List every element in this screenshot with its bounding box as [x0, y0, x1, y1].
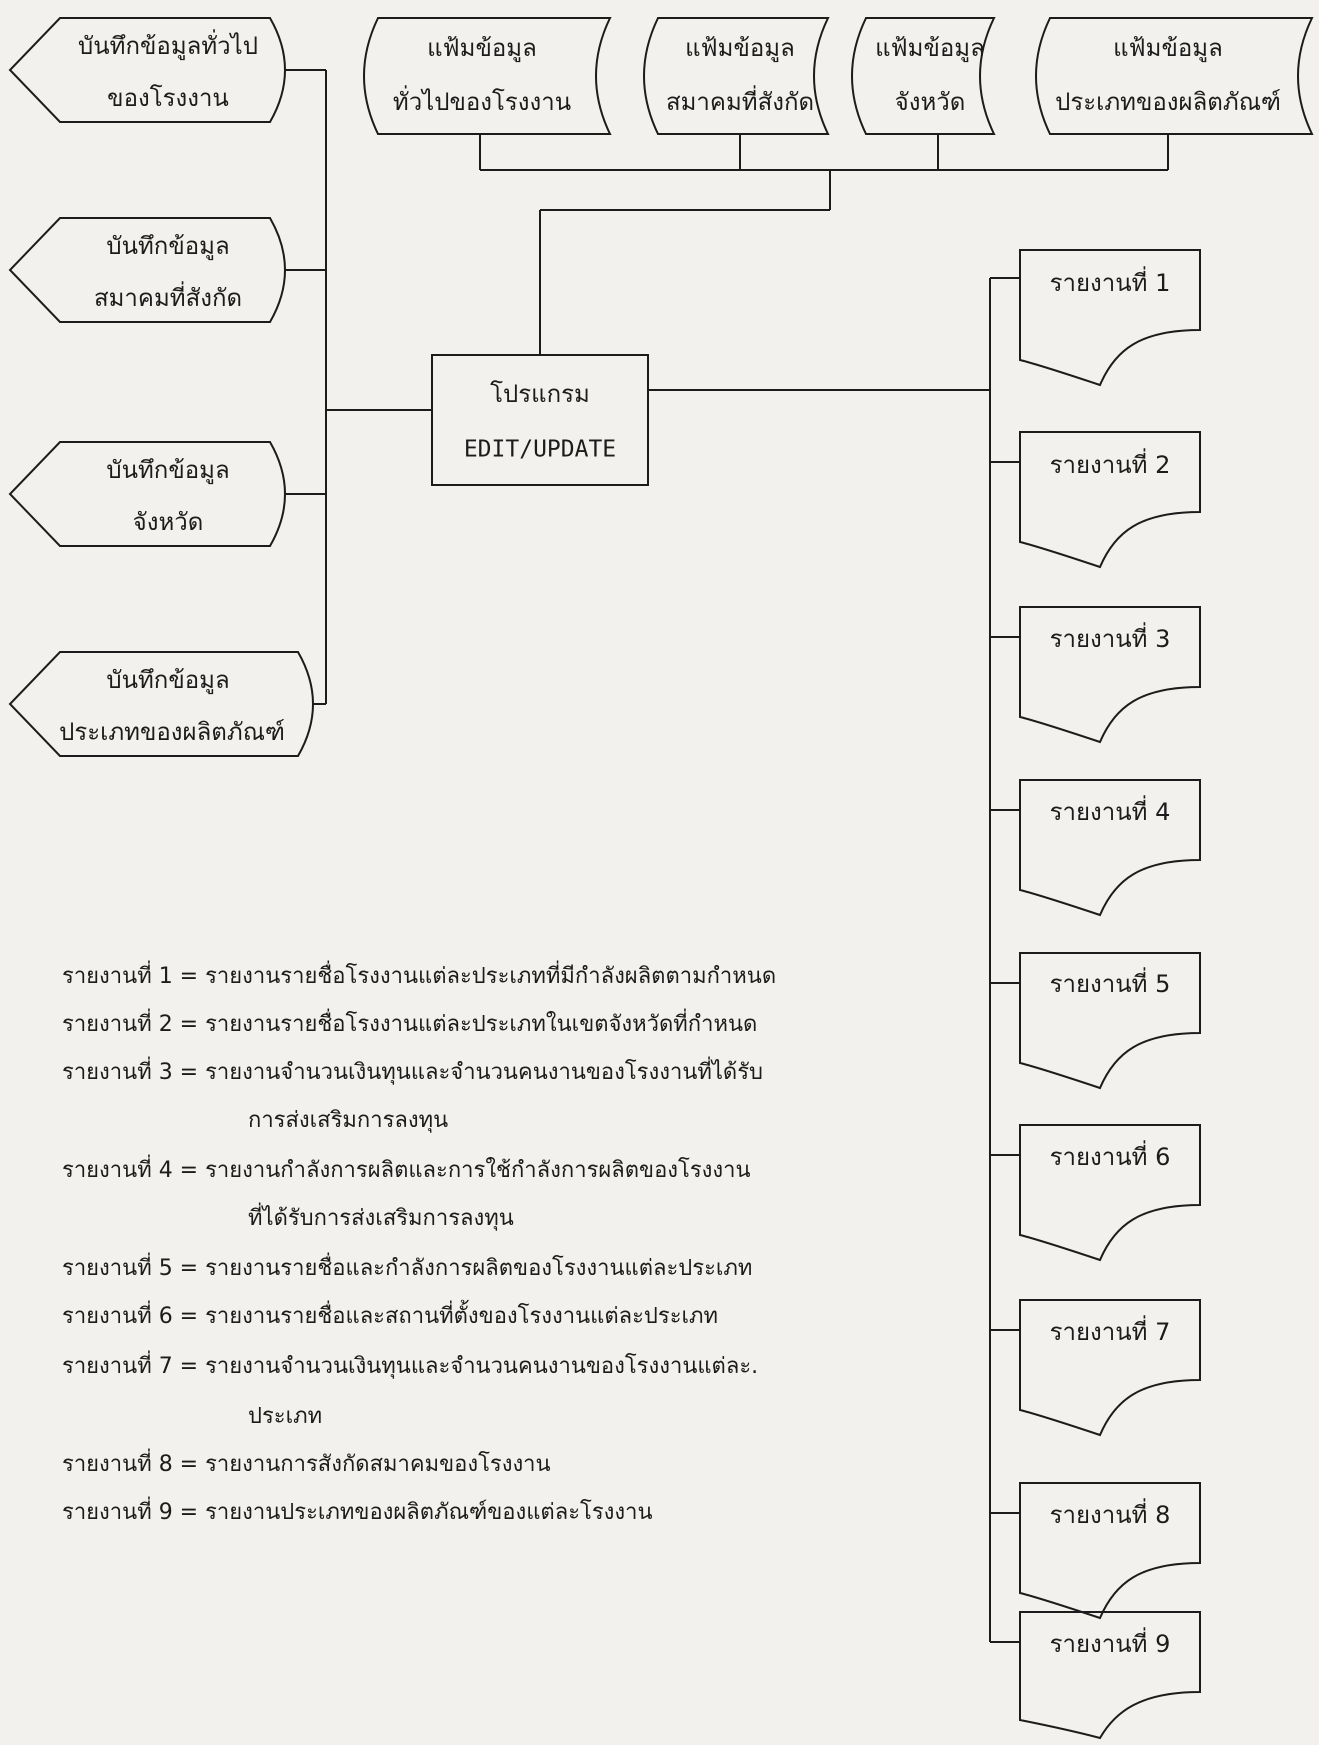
file-shape-association: [643, 17, 830, 135]
file-product-line2: ประเภทของผลิตภัณฑ์: [1055, 88, 1281, 116]
report-label-9: รายงานที่ 9: [1049, 1630, 1171, 1658]
report-doc-8: [1019, 1482, 1201, 1620]
legend-line-3-cont: การส่งเสริมการลงทุน: [248, 1108, 449, 1133]
file-association-line1: แฟ้มข้อมูล: [685, 34, 795, 62]
file-association-line2: สมาคมที่สังกัด: [665, 88, 815, 116]
file-shape-general: [363, 17, 612, 135]
report-label-8: รายงานที่ 8: [1049, 1501, 1171, 1529]
report-label-6: รายงานที่ 6: [1049, 1143, 1171, 1171]
report-doc-5: [1019, 952, 1201, 1090]
legend-line-7-cont: ประเภท: [248, 1404, 323, 1429]
input-province-line1: บันทึกข้อมูล: [106, 456, 230, 484]
file-province-line2: จังหวัด: [894, 88, 966, 116]
legend-line-4-cont: ที่ได้รับการส่งเสริมการลงทุน: [248, 1206, 514, 1231]
legend-line-7: รายงานที่ 7 = รายงานจำนวนเงินทุนและจำนวน…: [62, 1354, 759, 1379]
file-general-line2: ทั่วไปของโรงงาน: [392, 88, 572, 116]
input-shape-association: [8, 217, 286, 323]
legend-line-5: รายงานที่ 5 = รายงานรายชื่อและกำลังการผล…: [62, 1256, 753, 1281]
input-province-line2: จังหวัด: [132, 508, 204, 536]
file-general-line1: แฟ้มข้อมูล: [427, 34, 537, 62]
program-box: [431, 354, 649, 486]
report-doc-4: [1019, 779, 1201, 917]
report-doc-6: [1019, 1124, 1201, 1262]
report-label-7: รายงานที่ 7: [1049, 1318, 1171, 1346]
report-doc-1: [1019, 249, 1201, 387]
file-product-line1: แฟ้มข้อมูล: [1113, 34, 1223, 62]
file-province-line1: แฟ้มข้อมูล: [875, 34, 985, 62]
legend-line-2: รายงานที่ 2 = รายงานรายชื่อโรงงานแต่ละปร…: [62, 1012, 758, 1037]
report-doc-7: [1019, 1299, 1201, 1437]
input-association-line2: สมาคมที่สังกัด: [93, 284, 243, 312]
legend-line-1: รายงานที่ 1 = รายงานรายชื่อโรงงานแต่ละปร…: [62, 964, 777, 989]
report-label-3: รายงานที่ 3: [1049, 625, 1171, 653]
legend-line-3: รายงานที่ 3 = รายงานจำนวนเงินทุนและจำนวน…: [62, 1060, 764, 1085]
legend-line-8: รายงานที่ 8 = รายงานการสังกัดสมาคมของโรง…: [62, 1452, 551, 1477]
legend-line-4: รายงานที่ 4 = รายงานกำลังการผลิตและการใช…: [62, 1158, 751, 1183]
report-doc-2: [1019, 431, 1201, 569]
input-general-line2: ของโรงงาน: [107, 84, 229, 112]
input-shape-general: [8, 17, 286, 123]
report-label-2: รายงานที่ 2: [1049, 451, 1171, 479]
report-label-1: รายงานที่ 1: [1049, 269, 1171, 297]
legend-line-6: รายงานที่ 6 = รายงานรายชื่อและสถานที่ตั้…: [62, 1304, 719, 1329]
legend-line-9: รายงานที่ 9 = รายงานประเภทของผลิตภัณฑ์ขอ…: [62, 1500, 653, 1525]
report-doc-3: [1019, 606, 1201, 744]
input-shape-product-type: [8, 651, 314, 757]
input-general-line1: บันทึกข้อมูลทั่วไป: [78, 32, 258, 60]
report-label-4: รายงานที่ 4: [1049, 798, 1171, 826]
program-label-line1: โปรแกรม: [490, 380, 590, 408]
report-doc-9: [1019, 1611, 1201, 1740]
file-shape-province: [851, 17, 996, 135]
input-product-line1: บันทึกข้อมูล: [106, 666, 230, 694]
report-connectors: [990, 277, 1020, 1643]
input-association-line1: บันทึกข้อมูล: [106, 232, 230, 260]
program-label-line2: EDIT/UPDATE: [463, 436, 617, 463]
input-shape-province: [8, 441, 286, 547]
input-product-line2: ประเภทของผลิตภัณฑ์: [59, 718, 285, 746]
report-label-5: รายงานที่ 5: [1049, 970, 1171, 998]
file-shape-product-type: [1035, 17, 1314, 135]
